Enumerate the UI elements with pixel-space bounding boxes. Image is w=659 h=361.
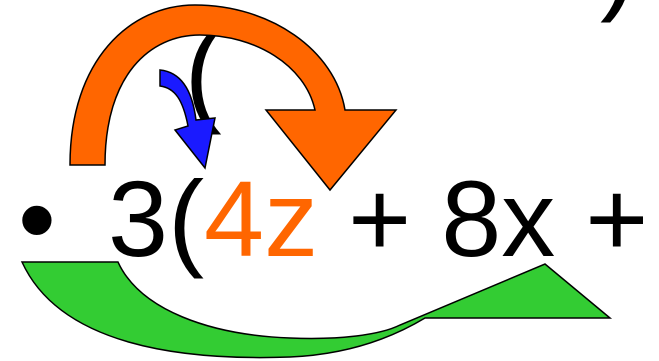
orange-curved-arrow-icon xyxy=(69,4,398,192)
previous-line-right-paren: ) xyxy=(600,0,637,17)
blue-curved-arrow-icon xyxy=(159,69,216,170)
plus-sign-1: + xyxy=(318,158,442,279)
green-curved-arrow-icon xyxy=(20,261,613,359)
term-8x: 8x xyxy=(441,158,556,279)
list-bullet: • xyxy=(18,158,56,279)
coefficient: 3 xyxy=(108,158,169,279)
open-paren: ( xyxy=(168,158,205,279)
term-4z: 4z xyxy=(204,158,319,279)
expression-body: 3(4z + 8x + 6b) xyxy=(108,165,659,273)
plus-sign-2: + xyxy=(585,158,649,279)
